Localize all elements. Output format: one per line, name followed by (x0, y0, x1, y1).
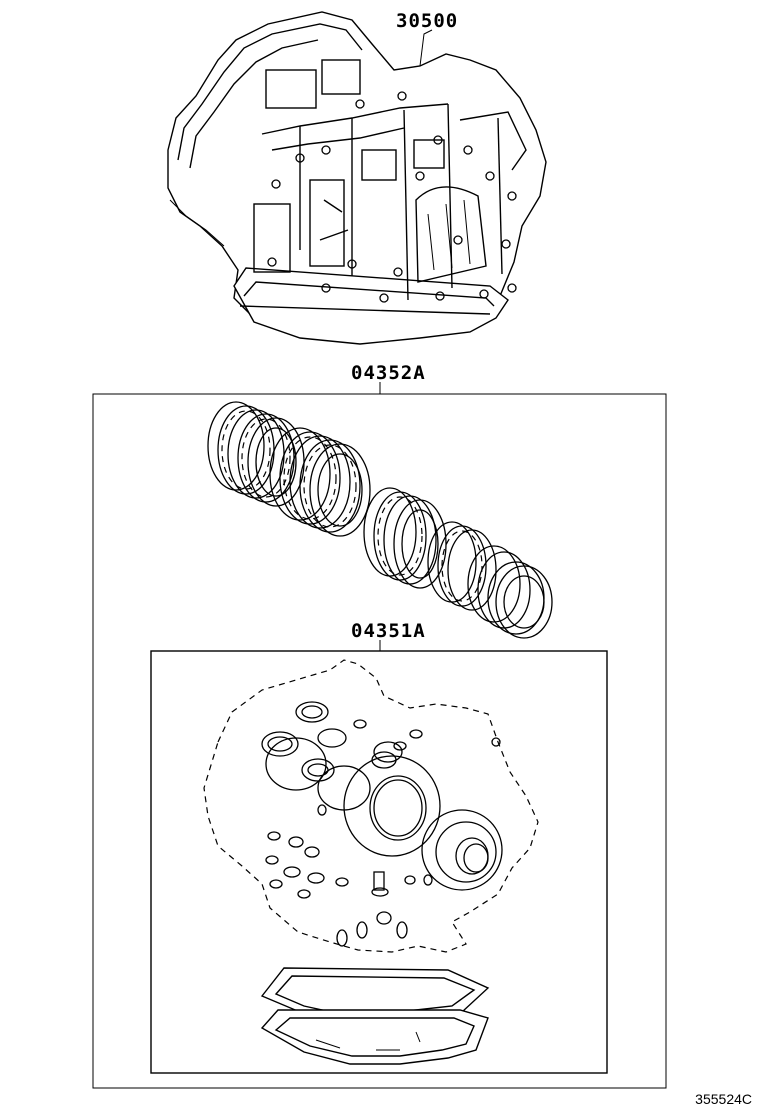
part-number-04351A[interactable]: 04351A (351, 620, 426, 642)
transmission-assembly-icon (167, 11, 547, 345)
leader-line-30500 (419, 29, 433, 67)
diagram-id: 355524C (695, 1091, 752, 1107)
gasket-seal-set-icon (203, 659, 539, 1065)
clutch-disc-set-icon (207, 401, 553, 639)
part-number-04352A[interactable]: 04352A (351, 362, 426, 384)
part-number-30500[interactable]: 30500 (396, 10, 459, 32)
gasket-kit-frame (150, 650, 608, 1074)
overhaul-kit-frame (92, 393, 667, 1089)
